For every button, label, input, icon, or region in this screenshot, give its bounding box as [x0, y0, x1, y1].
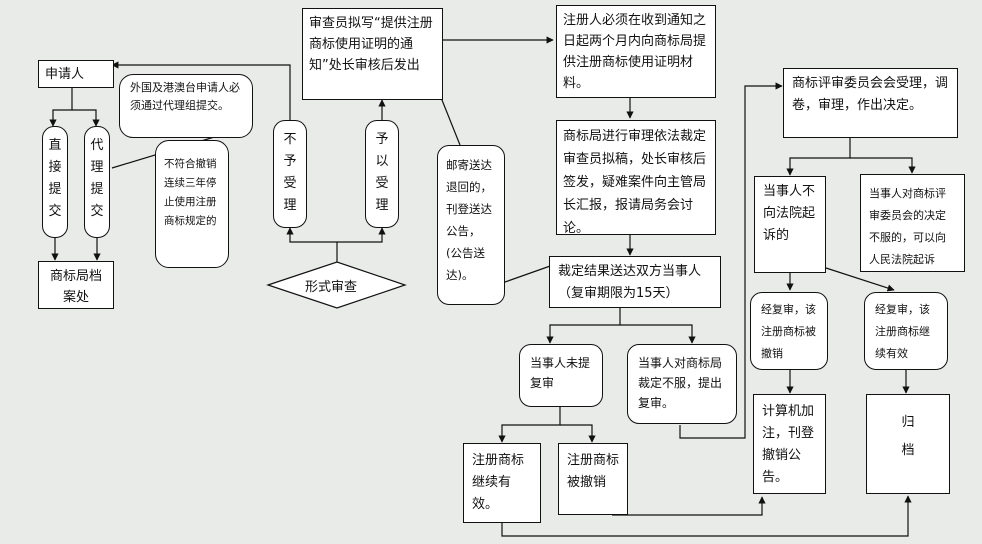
no-review-box: 当事人未提复审 [519, 344, 603, 407]
not-accepted-box: 不予受理 [273, 120, 307, 228]
archive-office-label: 商标局档案处 [49, 269, 102, 305]
review-valid-box: 经复审，该注册商标继续有效 [864, 292, 948, 370]
archive-office-box: 商标局档案处 [38, 261, 114, 309]
agent-submit-label: 代理提交 [90, 138, 104, 219]
mark-revoked-box: 注册商标被撤销 [558, 443, 628, 515]
court-appeal-text: 当事人对商标评审委员会的决定不服的，可以向人民法院起诉 [869, 187, 946, 266]
registrant-proof-text: 注册人必须在收到通知之日起两个月内向商标局提供注册商标使用证明材料。 [563, 13, 707, 91]
review-revoked-text: 经复审，该注册商标被撤销 [761, 303, 816, 360]
review-revoked-box: 经复审，该注册商标被撤销 [750, 292, 828, 370]
non-compliant-note: 不符合撤销连续三年停止使用注册商标规定的 [155, 140, 229, 268]
non-compliant-note-text: 不符合撤销连续三年停止使用注册商标规定的 [164, 158, 217, 227]
mark-valid-text: 注册商标继续有效。 [472, 453, 525, 512]
mark-revoked-text: 注册商标被撤销 [567, 453, 620, 490]
direct-submit-label: 直接提交 [48, 138, 62, 219]
mail-service-note: 邮寄送达退回的，刊登送达公告，(公告送达)。 [437, 145, 505, 305]
registrant-proof-box: 注册人必须在收到通知之日起两个月内向商标局提供注册商标使用证明材料。 [556, 5, 716, 98]
formal-review-diamond [266, 261, 407, 309]
mail-service-text: 邮寄送达退回的，刊登送达公告，(公告送达)。 [446, 158, 492, 282]
foreign-applicant-note-text: 外国及港澳台申请人必须通过代理组提交。 [130, 81, 240, 112]
accepted-box: 予以受理 [365, 120, 399, 228]
not-accepted-label: 不予受理 [283, 132, 297, 213]
mark-valid-box: 注册商标继续有效。 [463, 443, 541, 523]
archive-box: 归档 [866, 394, 950, 494]
no-review-text: 当事人未提复审 [530, 356, 591, 390]
court-appeal-box: 当事人对商标评审委员会的决定不服的，可以向人民法院起诉 [860, 174, 965, 272]
ruling-served-text: 裁定结果送达双方当事人（复审期限为15天） [558, 264, 702, 301]
applicant-label: 申请人 [45, 67, 85, 82]
applicant-box: 申请人 [38, 60, 114, 88]
disagree-ruling-box: 当事人对商标局裁定不服，提出复审。 [627, 344, 737, 424]
office-review-text: 商标局进行审理依法裁定审查员拟稿，处长审核后签发，疑难案件向主管局长汇报，报请局… [563, 129, 707, 236]
direct-submit-box: 直接提交 [42, 126, 68, 238]
no-lawsuit-text: 当事人不向法院起诉的 [763, 184, 816, 243]
review-valid-text: 经复审，该注册商标继续有效 [875, 303, 930, 360]
office-review-box: 商标局进行审理依法裁定审查员拟稿，处长审核后签发，疑难案件向主管局长汇报，报请局… [556, 120, 716, 236]
disagree-ruling-text: 当事人对商标局裁定不服，提出复审。 [638, 356, 723, 410]
archive-label: 归档 [901, 415, 915, 458]
revoke-announce-box: 计算机加注，刊登撤销公告。 [753, 394, 826, 494]
revoke-announce-text: 计算机加注，刊登撤销公告。 [762, 404, 815, 485]
agent-submit-box: 代理提交 [84, 126, 110, 238]
examiner-notice-text: 审查员拟写“提供注册商标使用证明的通知”处长审核后发出 [309, 16, 433, 73]
examiner-notice-box: 审查员拟写“提供注册商标使用证明的通知”处长审核后发出 [302, 8, 443, 100]
formal-review-label: 形式审查 [305, 280, 358, 295]
board-review-text: 商标评审委员会会受理，调卷，审理，作出决定。 [792, 76, 949, 113]
foreign-applicant-note: 外国及港澳台申请人必须通过代理组提交。 [119, 74, 253, 138]
board-review-box: 商标评审委员会会受理，调卷，审理，作出决定。 [783, 68, 958, 138]
ruling-served-box: 裁定结果送达双方当事人（复审期限为15天） [549, 256, 721, 308]
accepted-label: 予以受理 [375, 132, 389, 213]
no-lawsuit-box: 当事人不向法院起诉的 [754, 176, 826, 273]
